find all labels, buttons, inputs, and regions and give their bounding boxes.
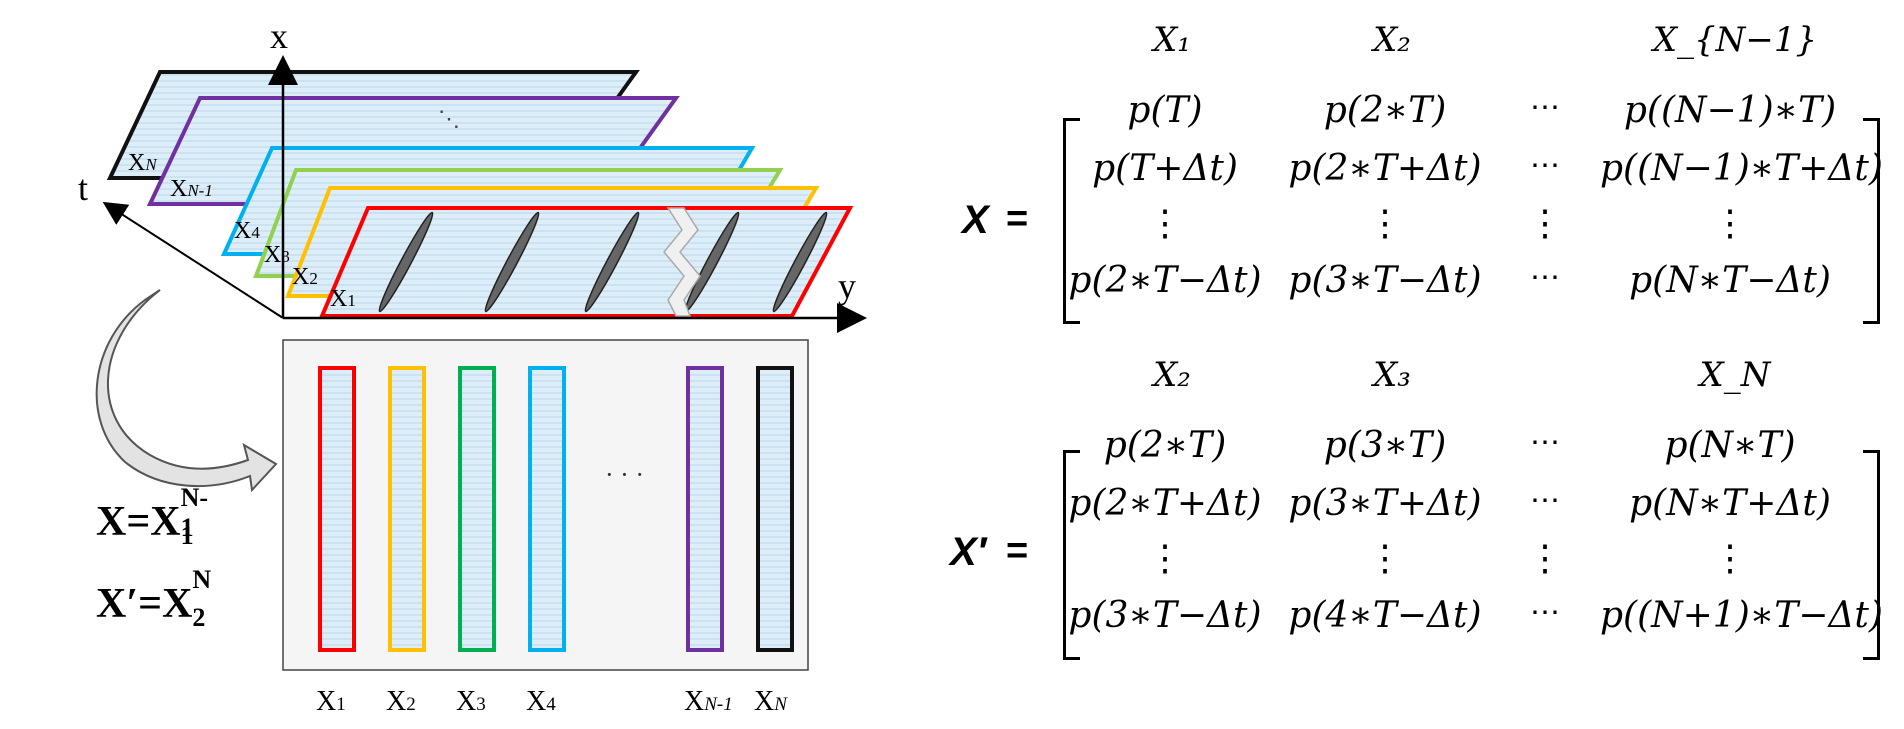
blade-3 (584, 211, 640, 313)
matrix-x-header-2: X₂ (1373, 20, 1411, 60)
plane-label-1: XN (128, 150, 158, 176)
matrix-x-prime-left-bracket (1063, 450, 1080, 660)
matrix-x-equals: = (1006, 198, 1029, 240)
plane-label-6: X1 (330, 286, 356, 312)
matrix-x-cell-r2-c2: p(2∗T+Δt) (1288, 148, 1482, 189)
matrix-x-cell-r2-c4: p((N−1)∗T+Δt) (1600, 148, 1883, 189)
column-ellipsis: · · · (605, 460, 644, 489)
matrix-x-prime-cell-r1-c3: ⋯ (1530, 425, 1560, 460)
plane-6 (318, 206, 854, 318)
snapshot-column-3 (458, 366, 496, 652)
matrix-x-prime-cell-r3-c2: ⋮ (1367, 538, 1403, 579)
axis-x-label: x (270, 16, 288, 56)
matrix-x-prime-symbol: X′ (950, 530, 987, 574)
matrix-x-prime-cell-r2-c2: p(3∗T+Δt) (1288, 483, 1482, 524)
matrix-x-cell-r4-c3: ⋯ (1530, 260, 1560, 295)
axes (102, 55, 867, 333)
matrix-x-header-3: X_{N−1} (1652, 20, 1818, 60)
matrix-x-prime-cell-r4-c1: p(3∗T−Δt) (1068, 595, 1262, 636)
snapshot-column-2 (388, 366, 426, 652)
matrix-x-cell-r2-c1: p(T+Δt) (1092, 148, 1238, 189)
matrix-x-prime-cell-r4-c3: ⋯ (1530, 595, 1560, 630)
matrix-x-prime-header-2: X₃ (1373, 355, 1411, 395)
matrix-x-prime-cell-r1-c1: p(2∗T) (1103, 425, 1227, 466)
matrix-x-prime-cell-r3-c1: ⋮ (1147, 538, 1183, 579)
column-label-4: X4 (526, 686, 556, 717)
matrix-x-prime-right-bracket (1863, 450, 1880, 660)
column-label-3: X3 (456, 686, 486, 717)
break-mark-icon (663, 207, 701, 317)
matrix-x-prime-cell-r2-c4: p(N∗T+Δt) (1629, 483, 1831, 524)
column-label-2: X2 (386, 686, 416, 717)
matrix-x-cell-r3-c2: ⋮ (1367, 203, 1403, 244)
matrix-x-prime-cell-r1-c4: p(N∗T) (1664, 425, 1796, 466)
matrix-x-cell-r1-c4: p((N−1)∗T) (1623, 90, 1837, 131)
matrix-x-cell-r3-c1: ⋮ (1147, 203, 1183, 244)
matrix-x-right-bracket (1863, 118, 1880, 324)
matrix-x-prime-cell-r2-c1: p(2∗T+Δt) (1068, 483, 1262, 524)
definition-x-prime: X′=X N 2 (96, 565, 212, 632)
matrix-x-prime-cell-r3-c4: ⋮ (1712, 538, 1748, 579)
matrix-x-prime-cell-r4-c2: p(4∗T−Δt) (1288, 595, 1482, 636)
matrix-x-cell-r1-c2: p(2∗T) (1323, 90, 1447, 131)
snapshot-column-4 (528, 366, 566, 652)
column-label-1: X1 (316, 686, 346, 717)
column-label-6: XN (754, 686, 788, 717)
matrix-x-cell-r4-c2: p(3∗T−Δt) (1288, 260, 1482, 301)
plane-label-4: X3 (264, 242, 290, 268)
matrix-x-prime-header-3: X_N (1699, 355, 1771, 395)
blade-1 (378, 211, 434, 313)
column-labels: X1 X2 X3 X4 XN-1 XN (316, 686, 788, 717)
matrix-x-symbol: X (962, 198, 989, 242)
snapshot-column-5 (686, 366, 724, 652)
axis-t-label: t (78, 168, 88, 208)
plane-label-2: XN-1 (170, 176, 213, 202)
plane-stack (106, 70, 854, 318)
matrix-x-cell-r3-c4: ⋮ (1712, 203, 1748, 244)
matrix-x-prime-equals: = (1006, 530, 1029, 572)
curved-arrow-icon (95, 289, 278, 493)
matrix-x-prime-cell-r1-c2: p(3∗T) (1323, 425, 1447, 466)
matrix-x-prime-cell-r2-c3: ⋯ (1530, 483, 1560, 518)
matrix-x-cell-r4-c1: p(2∗T−Δt) (1068, 260, 1262, 301)
definition-x: X=X N-1 1 (96, 483, 209, 550)
matrix-x-prime-cell-r4-c4: p((N+1)∗T−Δt) (1600, 595, 1883, 636)
matrix-x-header-1: X₁ (1153, 20, 1191, 60)
matrix-x-cell-r1-c1: p(T) (1127, 90, 1203, 131)
snapshot-column-6 (756, 366, 794, 652)
snapshot-columns (318, 366, 794, 652)
blade-2 (484, 211, 540, 313)
axis-y-label: y (838, 266, 856, 306)
matrix-x-cell-r1-c3: ⋯ (1530, 90, 1560, 125)
matrix-x-cell-r2-c3: ⋯ (1530, 148, 1560, 183)
plane-label-5: X2 (292, 264, 318, 290)
matrix-x-cell-r4-c4: p(N∗T−Δt) (1629, 260, 1831, 301)
matrix-x-prime-header-1: X₂ (1153, 355, 1191, 395)
plane-ellipsis: ⋱ (438, 106, 460, 131)
plane-label-3: X4 (234, 218, 260, 244)
matrix-x-prime-cell-r3-c3: ⋮ (1527, 538, 1563, 579)
column-label-5: XN-1 (684, 686, 733, 717)
matrix-x-left-bracket (1063, 118, 1080, 324)
matrix-x-cell-r3-c3: ⋮ (1527, 203, 1563, 244)
blade-5 (772, 211, 828, 313)
snapshot-column-1 (318, 366, 356, 652)
